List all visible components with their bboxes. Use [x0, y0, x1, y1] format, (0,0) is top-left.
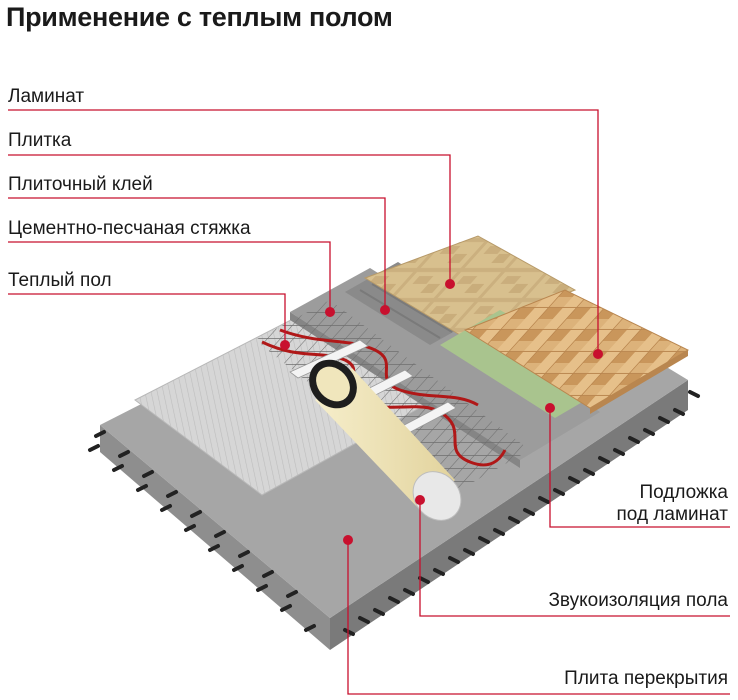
label-laminate: Ламинат — [8, 86, 85, 107]
soundproofing-roll — [309, 359, 462, 521]
leader-screed — [8, 241, 331, 310]
label-tile-adhesive: Плиточный клей — [8, 174, 153, 195]
leader-markers — [280, 279, 603, 545]
label-soundproofing: Звукоизоляция пола — [548, 590, 728, 611]
leader-soundproofing — [419, 502, 730, 617]
leader-lines — [8, 109, 730, 695]
leader-laminate — [8, 109, 599, 352]
leader-warm-floor — [8, 293, 286, 343]
label-slab: Плита перекрытия — [564, 668, 728, 689]
label-underlay-line1: Подложка — [639, 482, 728, 503]
leader-tile — [8, 154, 451, 282]
rebar-right — [343, 390, 700, 636]
label-tile: Плитка — [8, 130, 72, 151]
leader-slab — [347, 542, 730, 695]
heating-mat — [255, 300, 530, 495]
leader-tile-adhesive — [8, 197, 386, 308]
screed-top — [290, 268, 600, 460]
leader-underlay — [549, 410, 730, 528]
rebar-front — [88, 430, 316, 632]
label-underlay-line2: под ламинат — [616, 504, 728, 525]
label-warm-floor: Теплый пол — [8, 270, 112, 291]
label-screed: Цементно-песчаная стяжка — [8, 218, 251, 239]
page-title: Применение с теплым полом — [6, 2, 393, 32]
